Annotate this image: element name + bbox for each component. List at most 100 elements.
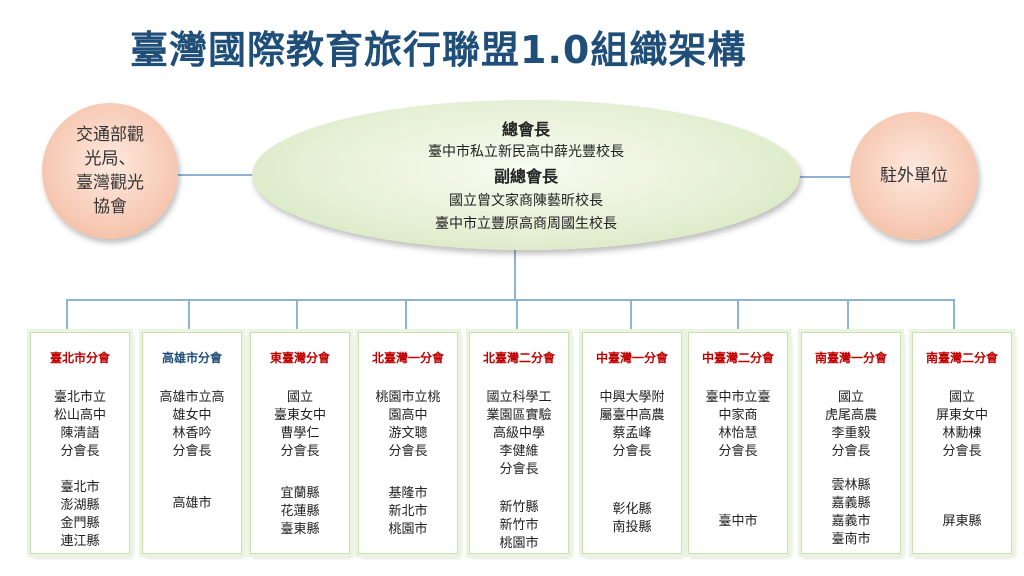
branch-area-item: 高雄市 (172, 496, 212, 511)
connector-drop (847, 299, 849, 333)
branch-area-item: 新北市 (388, 504, 428, 519)
branch-area-item: 臺東縣 (280, 522, 320, 537)
branch-leader-info: 桃園市立桃園高中游文聰分會長 (359, 389, 457, 461)
branch-info-line: 分會長 (612, 444, 652, 459)
branch-leader-info: 臺中市立臺中家商林怡慧分會長 (689, 389, 787, 461)
branch-box: 南臺灣一分會國立虎尾高農李重毅分會長雲林縣嘉義縣嘉義市臺南市 (801, 332, 901, 554)
branch-name: 北臺灣二分會 (482, 351, 555, 365)
page-title: 臺灣國際教育旅行聯盟1.0組織架構 (130, 28, 747, 72)
branch-box: 北臺灣二分會國立科學工業園區實驗高級中學李健維分會長新竹縣新竹市桃園市 (469, 332, 569, 554)
branch-info-line: 桃園市立桃 (375, 390, 441, 405)
branch-info-line: 林怡慧 (718, 426, 758, 441)
headquarters-ellipse: 總會長 臺中市私立新民高中薛光豐校長 副總會長 國立曾文家商陳藝昕校長 臺中市立… (252, 100, 800, 250)
branch-info-line: 中家商 (718, 408, 758, 423)
branch-area-list: 雲林縣嘉義縣嘉義市臺南市 (802, 477, 900, 549)
branch-info-line: 臺北市立 (53, 390, 106, 405)
branch-area-list: 高雄市 (143, 495, 241, 513)
branch-info-line: 分會長 (831, 444, 871, 459)
branch-area-item: 桃園市 (388, 522, 428, 537)
tourism-bureau-circle: 交通部觀 光局、 臺灣觀光 協會 (42, 103, 178, 239)
branch-info-line: 分會長 (60, 444, 100, 459)
branch-area-item: 新竹市 (499, 518, 539, 533)
branch-info-line: 臺東女中 (273, 408, 326, 423)
branch-info-line: 李重毅 (831, 426, 871, 441)
vice-president-2: 臺中市立豐原高商周國生校長 (435, 216, 617, 232)
branch-leader-info: 中興大學附屬臺中高農蔡孟峰分會長 (583, 389, 681, 461)
branch-name: 中臺灣二分會 (701, 351, 774, 365)
branch-info-line: 高雄市立高 (159, 390, 225, 405)
branch-box: 北臺灣一分會桃園市立桃園高中游文聰分會長基隆市新北市桃園市 (358, 332, 458, 554)
branch-area-item: 南投縣 (612, 520, 652, 535)
branch-box: 高雄市分會高雄市立高雄女中林香吟分會長高雄市 (142, 332, 242, 554)
branch-leader-info: 國立臺東女中曹學仁分會長 (251, 389, 349, 461)
branch-info-line: 分會長 (499, 462, 539, 477)
branch-area-list: 臺北市澎湖縣金門縣連江縣 (31, 479, 129, 551)
connector-drop (296, 299, 298, 333)
tourism-bureau-line: 臺灣觀光 (76, 173, 144, 193)
president-name: 臺中市私立新民高中薛光豐校長 (428, 144, 624, 160)
vice-president-1: 國立曾文家商陳藝昕校長 (449, 193, 603, 209)
overseas-unit-label: 駐外單位 (880, 166, 948, 186)
branch-area-list: 屏東縣 (913, 513, 1011, 531)
branch-name: 臺北市分會 (49, 351, 110, 365)
tourism-bureau-line: 光局、 (84, 149, 136, 169)
branch-area-item: 澎湖縣 (60, 498, 100, 513)
connector-drop (516, 299, 518, 333)
branch-area-list: 宜蘭縣花蓮縣臺東縣 (251, 485, 349, 539)
tourism-bureau-line: 協會 (93, 197, 127, 217)
branch-info-line: 國立 (948, 390, 975, 405)
branch-area-item: 花蓮縣 (280, 504, 320, 519)
branch-name: 高雄市分會 (161, 351, 222, 365)
branch-info-line: 國立 (837, 390, 864, 405)
branch-info-line: 屏東女中 (935, 408, 988, 423)
branch-info-line: 分會長 (942, 444, 982, 459)
branch-info-line: 分會長 (280, 444, 320, 459)
branch-info-line: 松山高中 (53, 408, 106, 423)
branch-box: 中臺灣一分會中興大學附屬臺中高農蔡孟峰分會長彰化縣南投縣 (582, 332, 682, 554)
branch-box: 臺北市分會臺北市立松山高中陳清語分會長臺北市澎湖縣金門縣連江縣 (30, 332, 130, 554)
branch-area-list: 新竹縣新竹市桃園市 (470, 499, 568, 553)
branch-info-line: 屬臺中高農 (599, 408, 665, 423)
branch-info-line: 林勳棟 (942, 426, 982, 441)
tourism-bureau-line: 交通部觀 (76, 125, 144, 145)
branch-info-line: 中興大學附 (599, 390, 665, 405)
branch-info-line: 蔡孟峰 (612, 426, 652, 441)
branch-leader-info: 國立科學工業園區實驗高級中學李健維分會長 (470, 389, 568, 479)
branch-info-line: 林香吟 (172, 426, 212, 441)
connector-drop (630, 299, 632, 333)
branch-area-item: 桃園市 (499, 536, 539, 551)
branch-info-line: 分會長 (718, 444, 758, 459)
branch-leader-info: 國立屏東女中林勳棟分會長 (913, 389, 1011, 461)
branch-info-line: 國立 (286, 390, 313, 405)
branch-area-item: 雲林縣 (831, 478, 871, 493)
branch-info-line: 高級中學 (492, 426, 545, 441)
connector-horizontal (67, 299, 954, 301)
branch-info-line: 陳清語 (60, 426, 100, 441)
branch-info-line: 臺中市立臺 (705, 390, 771, 405)
branch-area-item: 宜蘭縣 (280, 486, 320, 501)
branch-info-line: 李健維 (499, 444, 539, 459)
branch-area-item: 嘉義縣 (831, 496, 871, 511)
branch-info-line: 曹學仁 (280, 426, 320, 441)
branch-area-item: 嘉義市 (831, 514, 871, 529)
branch-area-list: 彰化縣南投縣 (583, 501, 681, 537)
branch-box: 南臺灣二分會國立屏東女中林勳棟分會長屏東縣 (912, 332, 1012, 554)
branch-name: 東臺灣分會 (269, 351, 330, 365)
president-title: 總會長 (501, 120, 550, 139)
connector-drop (737, 299, 739, 333)
connector-trunk (514, 250, 516, 300)
branch-leader-info: 國立虎尾高農李重毅分會長 (802, 389, 900, 461)
branch-name: 北臺灣一分會 (371, 351, 444, 365)
branch-box: 東臺灣分會國立臺東女中曹學仁分會長宜蘭縣花蓮縣臺東縣 (250, 332, 350, 554)
connector-drop (66, 299, 68, 333)
branch-area-item: 臺中市 (718, 514, 758, 529)
branch-area-list: 臺中市 (689, 513, 787, 531)
overseas-unit-circle: 駐外單位 (850, 112, 978, 240)
branch-area-item: 金門縣 (60, 516, 100, 531)
connector-right (798, 176, 852, 178)
vice-president-title: 副總會長 (493, 167, 558, 186)
branch-area-item: 臺南市 (831, 532, 871, 547)
branch-info-line: 游文聰 (388, 426, 428, 441)
branch-info-line: 國立科學工 (486, 390, 552, 405)
branch-area-item: 基隆市 (388, 486, 428, 501)
